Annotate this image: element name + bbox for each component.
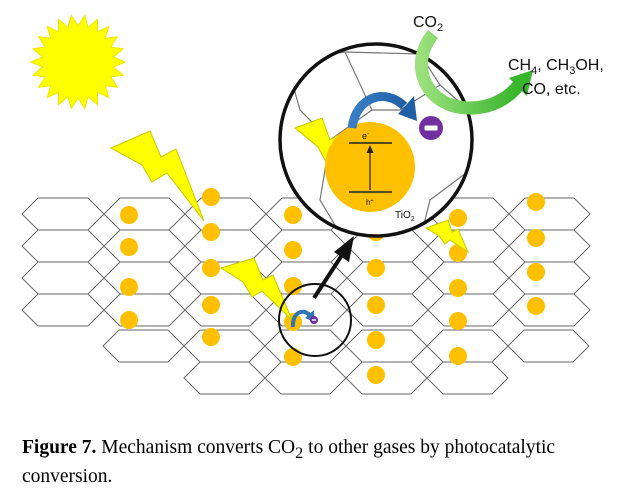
tio2-particle-dot xyxy=(120,238,138,256)
hexagon-cell xyxy=(183,361,266,395)
hexagon-cell xyxy=(184,293,267,327)
hexagon-cell xyxy=(103,293,186,327)
electron-label: e- xyxy=(362,131,369,141)
tio2-particle-dot xyxy=(527,297,545,315)
caption-subscript: 2 xyxy=(295,443,304,462)
tio2-particle-dot xyxy=(284,241,302,259)
hexagon-cell xyxy=(103,197,186,231)
hexagon-cell xyxy=(426,361,509,395)
tio2-particle-dot xyxy=(527,229,545,247)
hexagon-cell xyxy=(21,197,105,231)
tio2-particle-dot xyxy=(449,279,467,297)
tio2-particle-dot xyxy=(367,331,385,349)
lightning-bolt-icon xyxy=(424,219,470,254)
products-label-line-1: CH4, CH3OH, xyxy=(508,57,604,77)
hexagon-cell xyxy=(264,361,347,395)
hexagon-cell xyxy=(346,293,429,327)
hexagon-cell xyxy=(183,329,266,363)
figure-caption: Figure 7. Mechanism converts CO2 to othe… xyxy=(22,436,614,489)
hexagon-cell xyxy=(507,329,590,363)
tio2-particle-dot xyxy=(367,296,385,314)
tio2-particle-dot xyxy=(120,278,138,296)
hexagon-cell xyxy=(345,329,428,363)
tio2-particle-dot xyxy=(367,259,385,277)
small-focus-circle xyxy=(278,283,352,357)
caption-text-after: to other gases by photocatalytic convers… xyxy=(22,437,556,487)
hexagon-cell xyxy=(103,261,186,295)
tio2-particle-dot xyxy=(202,296,220,314)
zoom-pointer-arrowhead xyxy=(334,236,354,262)
tio2-particle-dot xyxy=(527,263,545,281)
graphene-lattice xyxy=(21,197,591,395)
excitation-arrowhead xyxy=(366,145,374,153)
tio2-particle-dot xyxy=(449,347,467,365)
zoom-pointer-arrow xyxy=(312,250,346,300)
hexagon-cell xyxy=(345,361,428,395)
hexagon-cell xyxy=(265,229,348,263)
hexagon-cell xyxy=(427,261,510,295)
tio2-particle-dot xyxy=(449,209,467,227)
zoom-circle-outline xyxy=(278,42,474,238)
tio2-particle-dot xyxy=(202,328,220,346)
tio2-particle-dot xyxy=(120,311,138,329)
hexagon-cell xyxy=(102,329,185,363)
hexagon-cell xyxy=(184,229,267,263)
hexagon-cell xyxy=(426,329,509,363)
tio2-particle-dot xyxy=(202,223,220,241)
electron-transfer-arrowhead-icon xyxy=(398,96,417,121)
hexagon-cell xyxy=(103,229,186,263)
tio2-particle-dot xyxy=(202,188,220,206)
figure-number: Figure 7. xyxy=(22,437,97,458)
tio2-particle-dot xyxy=(120,206,138,224)
tio2-particle-dot xyxy=(367,366,385,384)
tio2-particle-dot xyxy=(202,259,220,277)
hexagon-cell xyxy=(508,261,591,295)
hexagon-cell xyxy=(508,197,591,231)
hexagon-cell xyxy=(508,293,591,327)
co2-conversion-arrowhead-icon xyxy=(509,70,533,96)
hexagon-cell xyxy=(346,261,429,295)
electron-transfer-arrow xyxy=(347,92,408,129)
hexagon-cell xyxy=(427,293,510,327)
co2-conversion-arrow xyxy=(414,29,523,115)
tio2-particle-dot xyxy=(527,193,545,211)
hexagon-cell xyxy=(21,229,105,263)
hexagon-cell xyxy=(21,261,105,295)
hexagon-cell xyxy=(264,329,347,363)
products-label-line-2: CO, etc. xyxy=(522,81,581,98)
lightning-bolt-icon xyxy=(219,257,293,321)
sun-icon xyxy=(29,14,127,110)
tio2-particle-dot xyxy=(284,348,302,366)
small-curved-arrow-icon xyxy=(290,309,312,328)
photocatalysis-diagram: e- h+ TiO2 CO2 CH4, CH3OH, CO, etc. xyxy=(21,14,604,395)
hexagon-cell xyxy=(21,293,105,327)
tio2-particle-dot xyxy=(284,206,302,224)
co2-label: CO2 xyxy=(413,14,443,34)
small-electron-minus xyxy=(312,319,316,321)
hole-label: h+ xyxy=(366,198,373,207)
tio2-particle-dot xyxy=(449,312,467,330)
tio2-particles xyxy=(120,188,545,384)
tio2-particle-dot xyxy=(284,277,302,295)
lightning-bolt-icon xyxy=(109,130,205,222)
caption-text-before: Mechanism converts CO xyxy=(96,437,296,458)
tio2-label: TiO2 xyxy=(395,210,415,223)
electron-ion-minus xyxy=(424,125,438,131)
hexagon-cell xyxy=(508,229,591,263)
